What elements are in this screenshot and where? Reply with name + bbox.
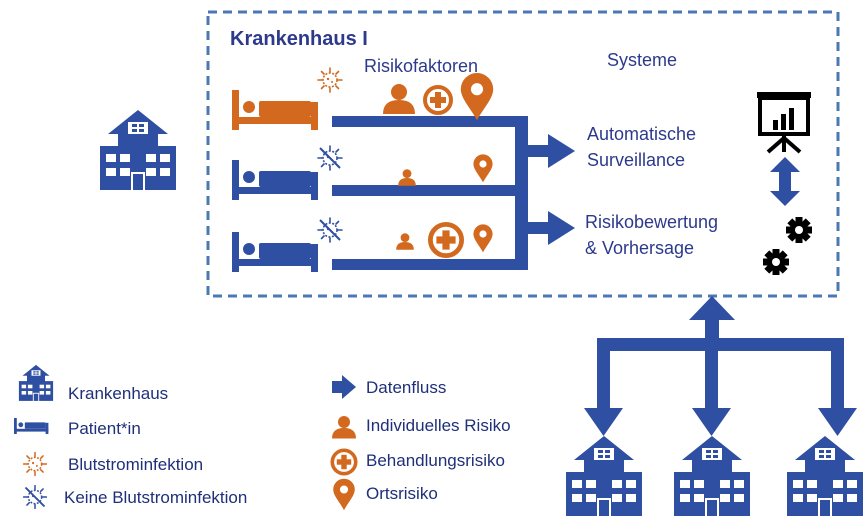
person-icon bbox=[383, 84, 415, 114]
double-arrow-icon bbox=[770, 157, 800, 206]
legend-arrow-icon bbox=[332, 375, 356, 399]
surveillance-label-line1: Automatische bbox=[587, 124, 697, 144]
bed-icon-no-bsi-2 bbox=[232, 232, 318, 272]
arrow-surveillance bbox=[548, 134, 575, 168]
legend-bed-icon bbox=[14, 418, 49, 434]
person-icon bbox=[398, 169, 416, 186]
legend-hospital-label: Krankenhaus bbox=[68, 384, 169, 403]
legend-hospital-icon bbox=[18, 364, 54, 402]
hospital-icon bbox=[99, 109, 177, 191]
legend-bsi-label: Blutstrominfektion bbox=[68, 455, 204, 474]
plus-icon bbox=[423, 85, 453, 115]
hospital-icon bbox=[786, 435, 864, 516]
risk-assessment-label-line2: & Vorhersage bbox=[585, 238, 695, 258]
legend-individual-risk-label: Individuelles Risiko bbox=[366, 416, 511, 435]
gear-icon bbox=[786, 217, 812, 243]
pin-icon bbox=[473, 154, 493, 183]
hospital-icon bbox=[565, 435, 643, 516]
virus-crossed-icon bbox=[317, 217, 343, 243]
arrow-risk bbox=[548, 211, 575, 245]
systems-label: Systeme bbox=[607, 50, 678, 70]
legend-virus-icon bbox=[22, 451, 48, 477]
network-arrows bbox=[584, 296, 857, 436]
legend-pin-icon bbox=[333, 478, 355, 511]
bed-icon-bsi bbox=[232, 90, 318, 130]
hospital-frame bbox=[206, 10, 840, 298]
legend-dataflow-label: Datenfluss bbox=[366, 378, 447, 397]
legend-treatment-risk-label: Behandlungsrisiko bbox=[366, 451, 505, 470]
monitor-chart-icon bbox=[757, 92, 811, 154]
legend-plus-icon bbox=[330, 448, 358, 476]
surveillance-label-line2: Surveillance bbox=[587, 150, 686, 170]
person-icon bbox=[396, 233, 414, 250]
legend-virus-crossed-icon bbox=[22, 484, 48, 510]
virus-crossed-icon bbox=[317, 145, 343, 171]
dataflow-lines bbox=[332, 116, 550, 270]
legend-no-bsi-label: Keine Blutstrominfektion bbox=[64, 488, 248, 507]
plus-icon bbox=[430, 224, 461, 255]
gear-icon bbox=[763, 249, 789, 275]
pin-icon bbox=[473, 224, 493, 253]
legend-person-icon bbox=[332, 416, 356, 439]
hospital-title: Krankenhaus I bbox=[230, 28, 368, 50]
risk-factors-label: Risikofaktoren bbox=[364, 56, 479, 76]
legend-patient-label: Patient*in bbox=[68, 419, 141, 438]
risk-assessment-label-line1: Risikobewertung bbox=[585, 212, 719, 232]
virus-icon bbox=[317, 67, 343, 93]
pin-icon bbox=[460, 73, 494, 121]
bed-icon-no-bsi-1 bbox=[232, 160, 318, 200]
legend-location-risk-label: Ortsrisiko bbox=[366, 484, 438, 503]
hospital-icon bbox=[673, 435, 751, 516]
